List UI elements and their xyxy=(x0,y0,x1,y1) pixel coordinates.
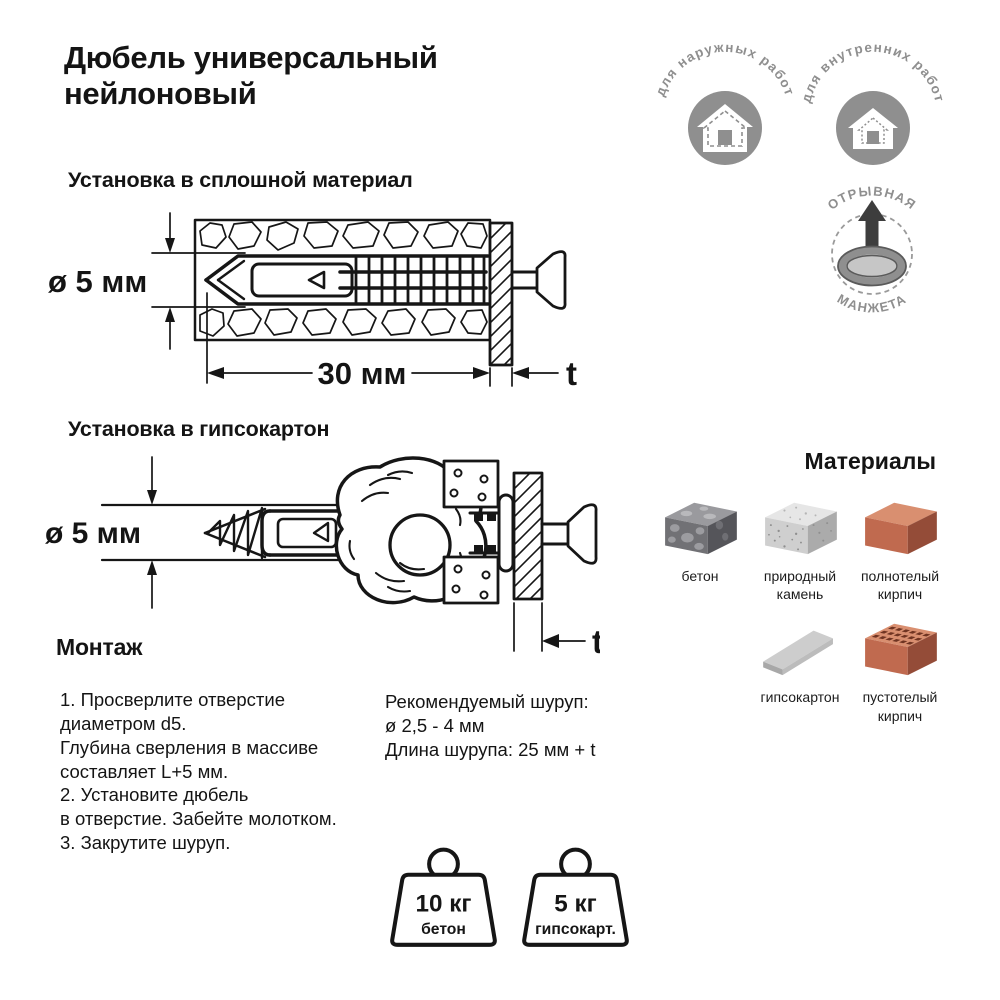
fixture-plate xyxy=(488,221,514,367)
dim-thickness-label: t xyxy=(566,355,577,392)
tear-off-collar-badge: ОТРЫВНАЯ МАНЖЕТА xyxy=(825,183,918,316)
dimension-arrowheads xyxy=(165,238,529,379)
solid-material-heading: Установка в сплошной материал xyxy=(68,168,413,192)
material-solid-brick: полнотелый кирпич xyxy=(850,496,950,603)
thickness-dimension-lines xyxy=(513,602,586,652)
dashed-circle xyxy=(831,213,913,295)
collar-flange xyxy=(497,493,515,573)
page-title: Дюбель универсальный нейлоновый xyxy=(64,40,438,112)
weight-icon-drywall: 5 кг гипсокарт. xyxy=(522,847,629,947)
weight-material: гипсокарт. xyxy=(535,921,616,938)
weight-value: 10 кг xyxy=(416,891,472,918)
material-label: пустотелый кирпич xyxy=(862,689,938,724)
load-capacity-row: 10 кг бетон 5 кг гипсокарт. xyxy=(386,846,633,952)
dim-diameter-label: ø 5 мм xyxy=(45,517,141,550)
indoor-use-badge: для внутренних работ xyxy=(798,40,946,165)
outdoor-use-badge: для наружных работ xyxy=(652,40,797,165)
hole-edge-lines xyxy=(151,252,246,384)
dowel-body xyxy=(204,254,490,306)
dowel-thread xyxy=(338,256,488,304)
material-drywall: гипсокартон xyxy=(750,617,850,724)
material-hollow-brick: пустотелый кирпич xyxy=(850,617,950,724)
weight-material: бетон xyxy=(421,921,466,938)
dotted-contour-icon xyxy=(856,117,890,144)
montage-heading: Монтаж xyxy=(56,634,143,660)
concrete-icon xyxy=(665,502,737,555)
natural-stone-icon xyxy=(765,502,837,555)
material-label: полнотелый кирпич xyxy=(860,568,940,603)
house-icon xyxy=(848,108,898,149)
collar-ring-icon xyxy=(837,245,907,287)
concrete-stone-pattern xyxy=(199,221,488,337)
hole-edge-lines xyxy=(100,503,344,562)
house-window xyxy=(718,130,732,145)
fixture-plate-hatch xyxy=(514,473,542,599)
gypsum-board xyxy=(442,459,500,605)
material-natural-stone: природный камень xyxy=(750,496,850,603)
material-label: бетон xyxy=(681,568,719,584)
screw xyxy=(510,250,567,310)
materials-heading: Материалы xyxy=(804,448,936,474)
collar-badge-bottom-label: МАНЖЕТА xyxy=(835,291,909,316)
materials-grid: бетон xyxy=(650,496,950,725)
screw-tip xyxy=(203,506,267,560)
house-icon xyxy=(697,104,753,152)
drywall-drawing: ø 5 мм t xyxy=(45,456,600,660)
montage-steps: 1. Просверлите отверстие диаметром d5. Г… xyxy=(60,689,337,854)
material-label: природный камень xyxy=(763,568,837,603)
solid-brick-icon xyxy=(865,502,937,555)
materials-grid-spacer xyxy=(650,617,750,724)
solid-material-drawing: ø 5 мм 30 мм t xyxy=(48,212,577,392)
dim-diameter-label: ø 5 мм xyxy=(48,264,147,299)
dowel-body xyxy=(260,509,342,557)
dimension-arrowheads xyxy=(147,490,559,648)
dim-length-label: 30 мм xyxy=(318,356,407,391)
drywall-icon xyxy=(763,630,833,676)
weight-value: 5 кг xyxy=(554,891,596,918)
fixture-plate-hatch xyxy=(490,223,512,365)
house-window xyxy=(867,131,879,144)
screw xyxy=(540,503,598,565)
drywall-heading: Установка в гипсокартон xyxy=(68,417,330,441)
material-label: гипсокартон xyxy=(760,689,840,706)
thickness-dimension-lines xyxy=(489,367,559,387)
dim-thickness-label: t xyxy=(592,623,600,660)
dowel-teeth xyxy=(474,513,496,553)
weight-icon-concrete: 10 кг бетон xyxy=(390,847,497,947)
brick-holes xyxy=(871,627,931,646)
dashed-contour-icon xyxy=(701,109,749,147)
recommended-screw-note: Рекомендуемый шуруп: ø 2,5 - 4 мм Длина … xyxy=(385,691,596,760)
outdoor-badge-label: для наружных работ xyxy=(652,40,797,99)
hollow-brick-icon xyxy=(865,624,937,676)
material-concrete: бетон xyxy=(650,496,750,603)
